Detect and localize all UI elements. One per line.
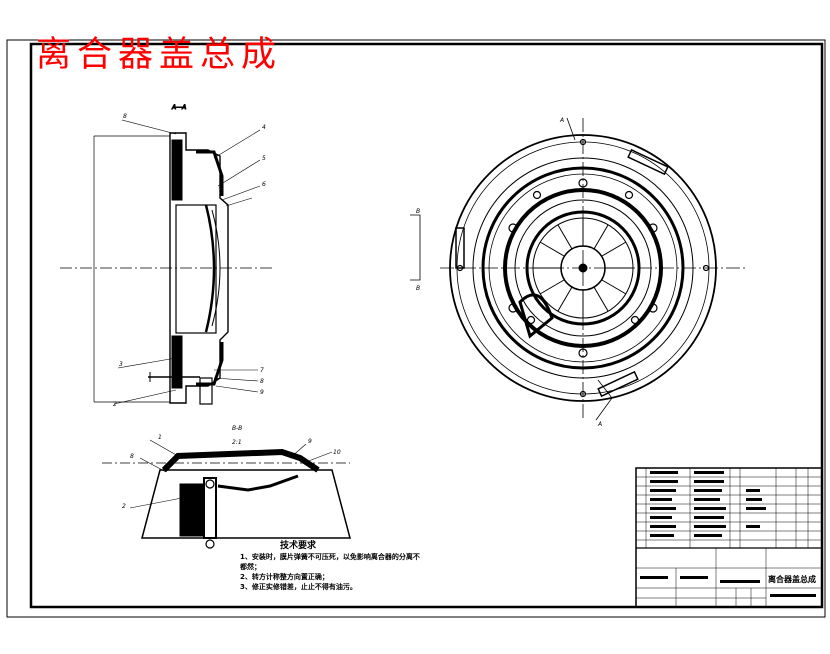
section-mark-b: B xyxy=(416,285,420,292)
inner-border xyxy=(29,42,824,609)
part-label: 8 xyxy=(123,113,127,120)
part-label: 8 xyxy=(130,453,134,460)
tech-req-line: 都然； xyxy=(240,563,261,571)
outer-border xyxy=(6,39,826,618)
section-bb-label: B-B xyxy=(232,425,242,432)
section-view-aa: A—A xyxy=(60,104,275,408)
section-mark-b: B xyxy=(416,208,420,215)
part-label: 10 xyxy=(333,449,341,456)
part-label: 2 xyxy=(113,401,117,408)
part-label: 1 xyxy=(158,434,162,441)
part-label: 6 xyxy=(262,181,266,188)
tech-req-line: 2、转方计称整方向置正确； xyxy=(240,573,329,581)
section-mark-a: A xyxy=(597,421,602,428)
part-label: 9 xyxy=(260,389,264,396)
tech-req-line: 1、安装时，膜片弹簧不可压死，以免影响离合器的分离不 xyxy=(240,553,420,561)
section-mark-a: A xyxy=(559,117,564,124)
front-view: A A B B xyxy=(410,117,745,428)
part-label: 2 xyxy=(122,503,126,510)
section-aa-label: A—A xyxy=(171,104,186,111)
title-block-drawing-name: 离合器盖总成 xyxy=(768,575,816,584)
tech-req-line: 3、修正实修错差，止止不得有油污。 xyxy=(240,583,357,591)
part-label: 4 xyxy=(262,124,266,131)
part-label: 9 xyxy=(308,438,312,445)
part-label: 7 xyxy=(260,367,264,374)
drawing-title: 离合器盖总成 xyxy=(36,35,283,75)
detail-view-bb: B-B 2:1 1 8 9 10 2 xyxy=(102,425,351,549)
section-bb-scale: 2:1 xyxy=(232,439,242,446)
part-label: 5 xyxy=(262,155,266,162)
tech-req-heading: 技术要求 xyxy=(280,541,317,551)
title-block xyxy=(635,467,823,608)
part-label: 8 xyxy=(260,378,264,385)
part-label: 3 xyxy=(119,361,123,368)
